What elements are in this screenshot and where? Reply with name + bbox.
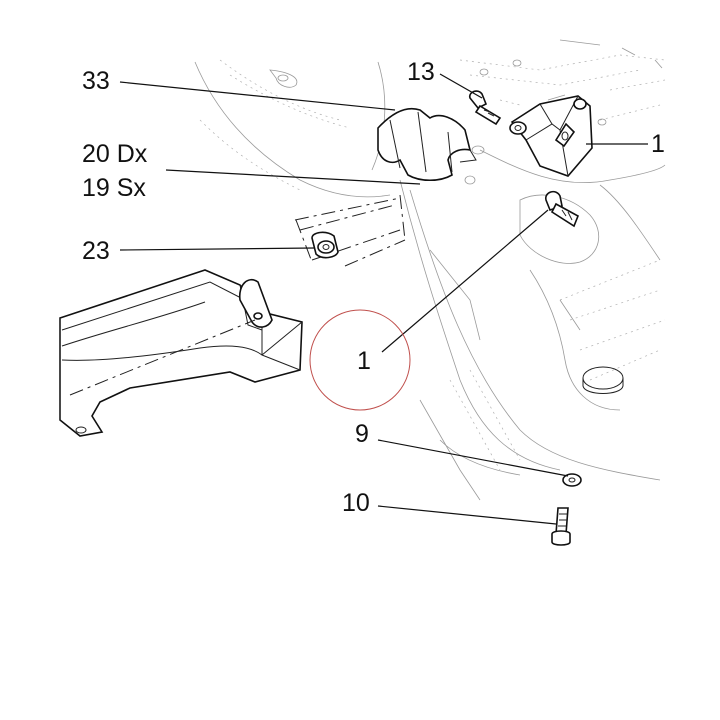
part-1-mount-bracket (509, 95, 593, 177)
assembly-dashed-lines (69, 194, 406, 396)
callout-19-sx: 19 Sx (82, 174, 146, 202)
chassis-background (194, 39, 666, 501)
callout-33: 33 (82, 67, 110, 95)
part-10-bolt (551, 507, 571, 546)
callout-10: 10 (342, 489, 370, 517)
callout-20-dx: 20 Dx (82, 140, 148, 168)
callout-9: 9 (355, 420, 369, 448)
part-9-washer (562, 473, 582, 487)
part-23-bushing (311, 231, 339, 259)
part-13-bolt (468, 90, 502, 126)
callout-1-top: 1 (651, 130, 665, 158)
callout-23: 23 (82, 237, 110, 265)
callout-13: 13 (407, 58, 435, 86)
part-1-stud (545, 190, 580, 228)
callout-1-circle: 1 (357, 347, 371, 375)
lower-crossmember (59, 269, 303, 437)
leader-lines (119, 73, 648, 525)
highlight-circle (309, 309, 411, 411)
part-33-shield (377, 108, 477, 182)
